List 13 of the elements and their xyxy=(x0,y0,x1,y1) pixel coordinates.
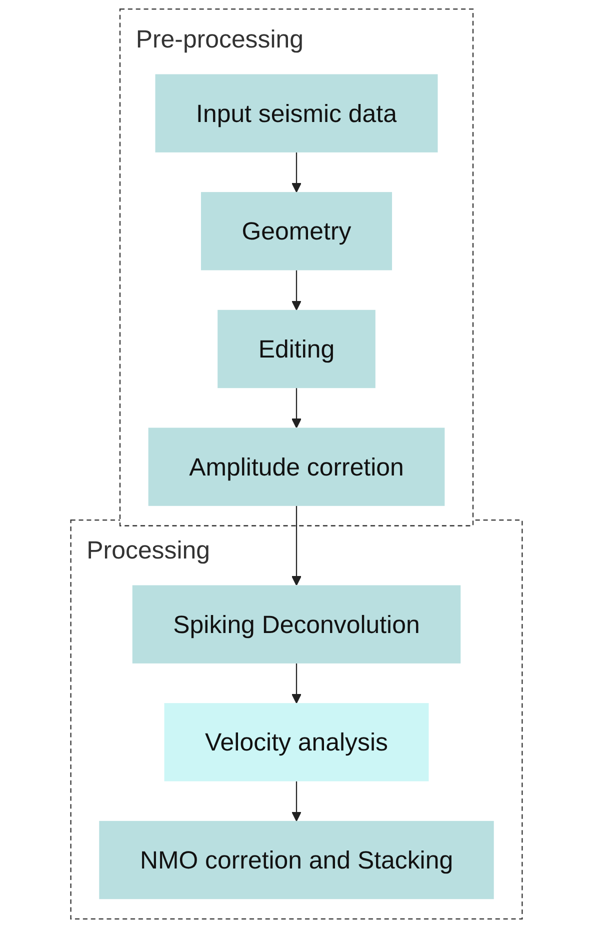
node-box: Input seismic data xyxy=(155,74,438,152)
node-box: Editing xyxy=(218,310,376,388)
node-box: Velocity analysis xyxy=(164,703,429,782)
arrow xyxy=(292,663,302,704)
node-box: Geometry xyxy=(200,192,392,270)
arrow xyxy=(292,152,302,192)
node-box: Spiking Deconvolution xyxy=(132,585,461,664)
arrow xyxy=(292,781,302,822)
arrow xyxy=(292,388,302,428)
arrow xyxy=(292,506,302,586)
node-box: Amplitude corretion xyxy=(148,428,445,506)
node-box: NMO corretion and Stacking xyxy=(99,820,494,900)
arrow xyxy=(292,270,302,310)
